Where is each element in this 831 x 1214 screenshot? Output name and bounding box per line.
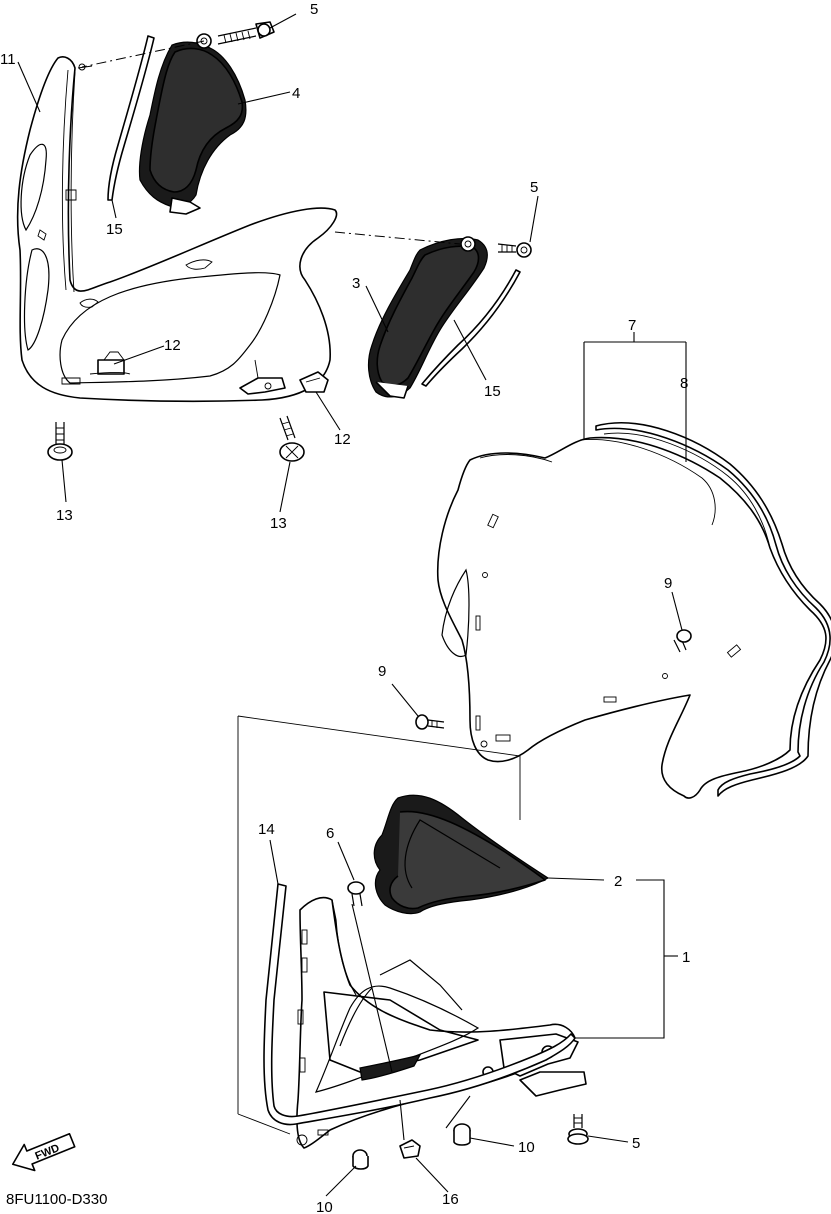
collar-part-10-right	[453, 1123, 471, 1146]
callout-3: 3	[352, 275, 360, 292]
callout-15-upper: 15	[106, 221, 123, 238]
callout-1: 1	[682, 949, 690, 966]
bolt-part-5-middle	[497, 242, 532, 258]
callout-14: 14	[258, 821, 275, 838]
nut-part-16	[399, 1139, 421, 1159]
inner-panel-part-4	[138, 33, 247, 215]
callout-16: 16	[442, 1191, 459, 1208]
edge-trim-part-14	[263, 883, 576, 1126]
trim-strip-part-15-lower	[421, 269, 521, 387]
bolt-part-5-bottom	[567, 1114, 589, 1145]
callout-15-lower: 15	[484, 383, 501, 400]
collar-part-10-left	[352, 1149, 369, 1170]
callout-9-left: 9	[378, 663, 386, 680]
callout-leaders	[17, 13, 687, 1197]
callout-5-top: 5	[310, 1, 318, 18]
callout-12-left: 12	[164, 337, 181, 354]
meter-panel-part-2	[373, 794, 550, 915]
callout-10-right: 10	[518, 1139, 535, 1156]
screw-part-9-left	[415, 714, 445, 730]
alignment-line-upper	[334, 231, 461, 245]
callout-4: 4	[292, 85, 300, 102]
screw-part-9-right	[673, 629, 692, 653]
callout-7: 7	[628, 317, 636, 334]
upper-cowling-part-11	[16, 56, 338, 403]
callout-2: 2	[614, 873, 622, 890]
bolt-part-5-top	[217, 21, 275, 45]
callout-5-middle: 5	[530, 179, 538, 196]
alignment-line-bolt-5a	[81, 40, 205, 68]
screw-part-13-right	[279, 415, 305, 462]
fwd-arrow-icon: FWD	[11, 1132, 76, 1172]
windshield-part-7	[436, 436, 827, 799]
windshield-seal-part-8	[595, 422, 831, 797]
callout-12-right: 12	[334, 431, 351, 448]
assembly-outline-box	[237, 715, 521, 1114]
callout-13-right: 13	[270, 515, 287, 532]
callout-8: 8	[680, 375, 688, 392]
callout-10-left: 10	[316, 1199, 333, 1214]
screw-part-6	[347, 881, 365, 907]
side-panel-part-3	[367, 236, 488, 399]
callout-6: 6	[326, 825, 334, 842]
callout-11: 11	[0, 51, 16, 68]
callout-5-bottom: 5	[632, 1135, 640, 1152]
nut-part-12	[299, 371, 329, 393]
diagram-code: 8FU1100-D330	[6, 1191, 107, 1208]
callout-9-right: 9	[664, 575, 672, 592]
fwd-label: FWD	[34, 1142, 62, 1163]
callout-13-left: 13	[56, 507, 73, 524]
screw-part-13-left	[47, 422, 73, 461]
